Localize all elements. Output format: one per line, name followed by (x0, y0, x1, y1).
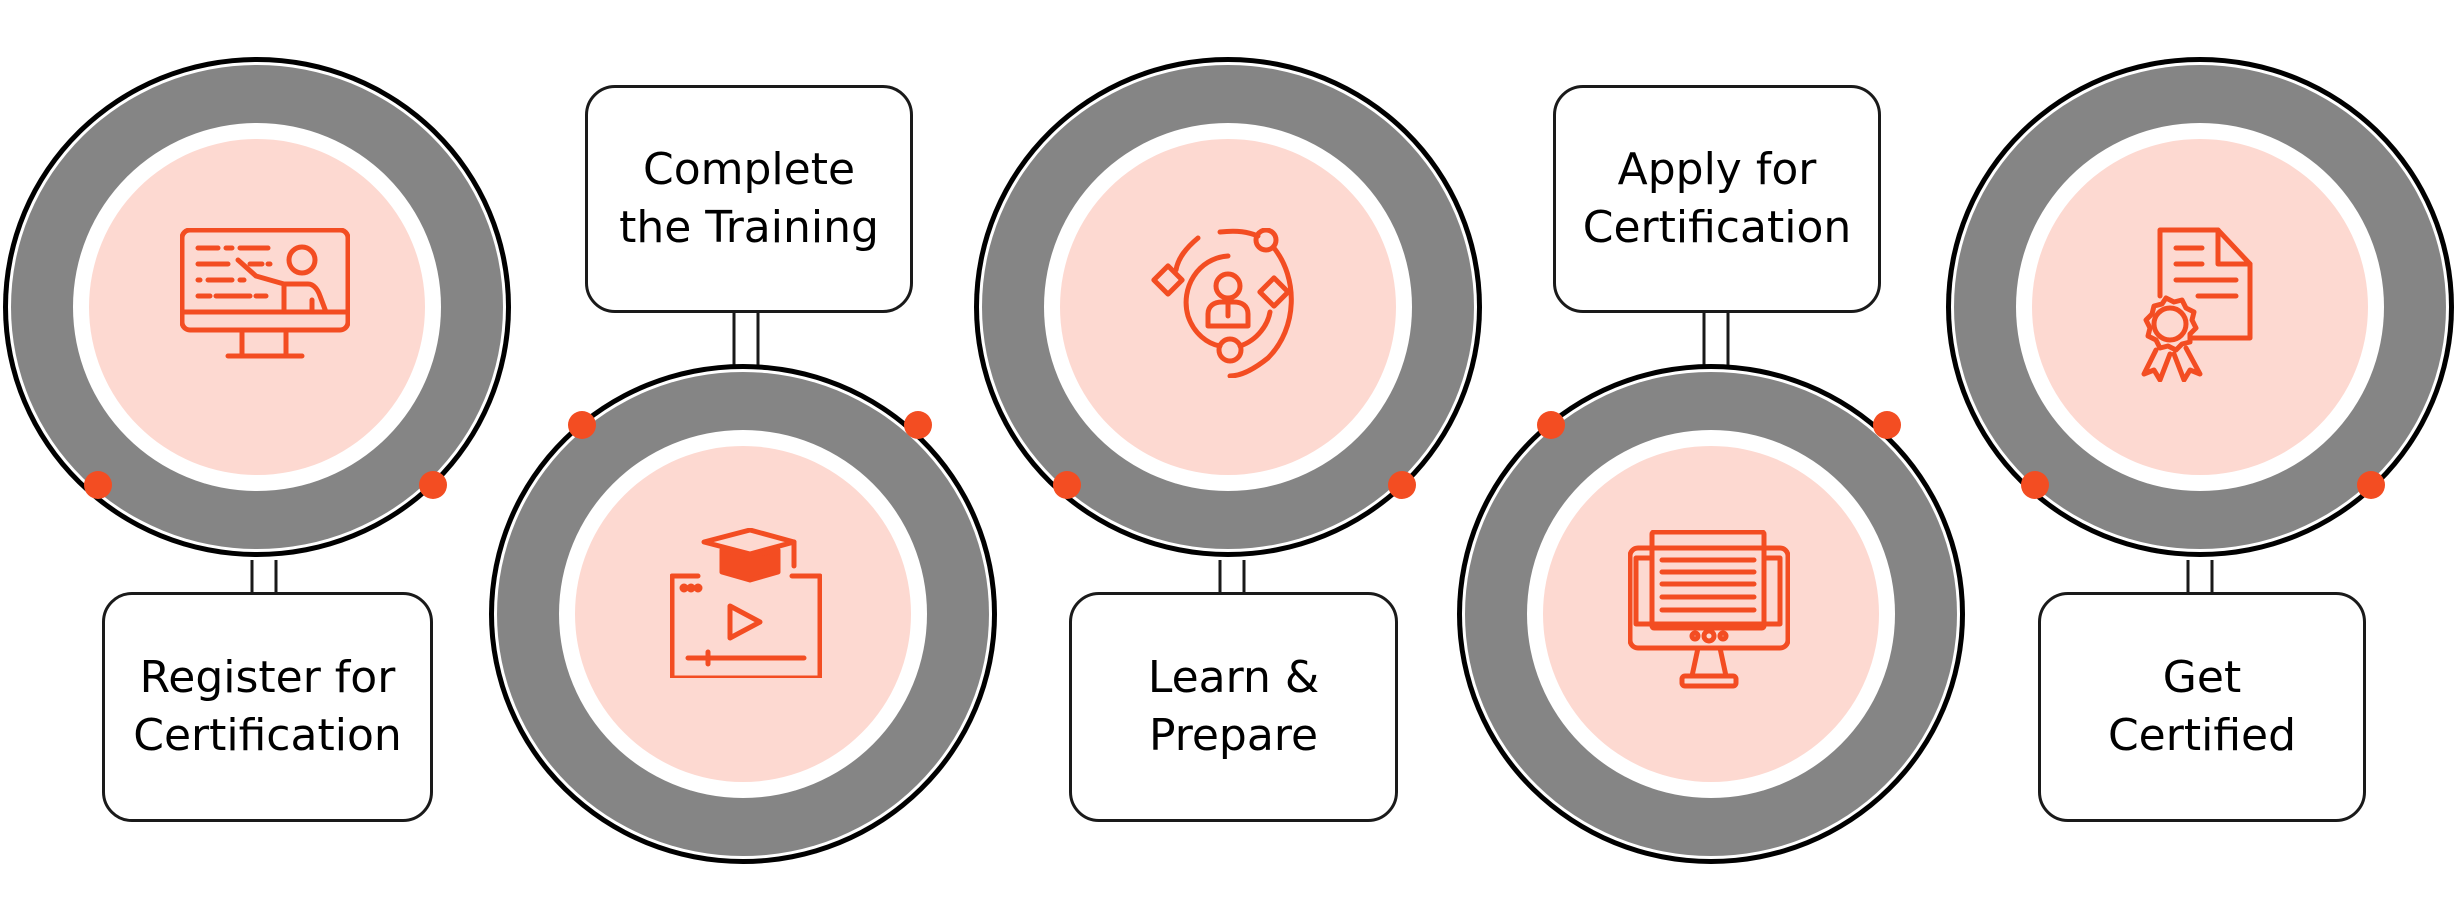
step-5-label: Get Certified (2038, 592, 2366, 822)
step-2-label-line-1: Complete (642, 144, 856, 195)
step-3-label: Learn & Prepare (1069, 592, 1398, 822)
step-4-circle (1454, 357, 1968, 871)
accent-dot (84, 471, 112, 499)
accent-dot (1388, 471, 1416, 499)
online-teaching-monitor-icon (180, 228, 350, 359)
accent-dot (2357, 471, 2385, 499)
step-5-circle (1943, 50, 2455, 564)
step-2-label: Complete the Training (585, 85, 913, 313)
step-3-label-line-2: Prepare (1148, 710, 1319, 761)
accent-dot (1537, 411, 1565, 439)
accent-dot (1053, 471, 1081, 499)
step-5-label-line-2: Certified (2107, 710, 2297, 761)
step-1-label: Register for Certification (102, 592, 433, 822)
person-learning-cycle-icon (1151, 228, 1294, 378)
step-1-label-line-2: Certification (133, 710, 402, 761)
step-3-label-line-1: Learn & (1147, 652, 1320, 703)
step-2-label-line-2: the Training (619, 202, 879, 253)
step-1-label-line-1: Register for (139, 652, 396, 703)
accent-dot (1873, 411, 1901, 439)
accent-dot (419, 471, 447, 499)
step-5-label-line-1: Get (2162, 652, 2242, 703)
accent-dot (2021, 471, 2049, 499)
step-4-label: Apply for Certification (1553, 85, 1881, 313)
step-4-label-line-2: Certification (1582, 202, 1852, 253)
online-application-monitor-icon (1628, 530, 1790, 689)
step-1-circle (0, 50, 514, 564)
accent-dot (904, 411, 932, 439)
step-4-label-line-1: Apply for (1617, 144, 1817, 195)
accent-dot (568, 411, 596, 439)
video-course-graduation-cap-icon (670, 528, 822, 678)
certificate-award-icon (2141, 227, 2253, 382)
